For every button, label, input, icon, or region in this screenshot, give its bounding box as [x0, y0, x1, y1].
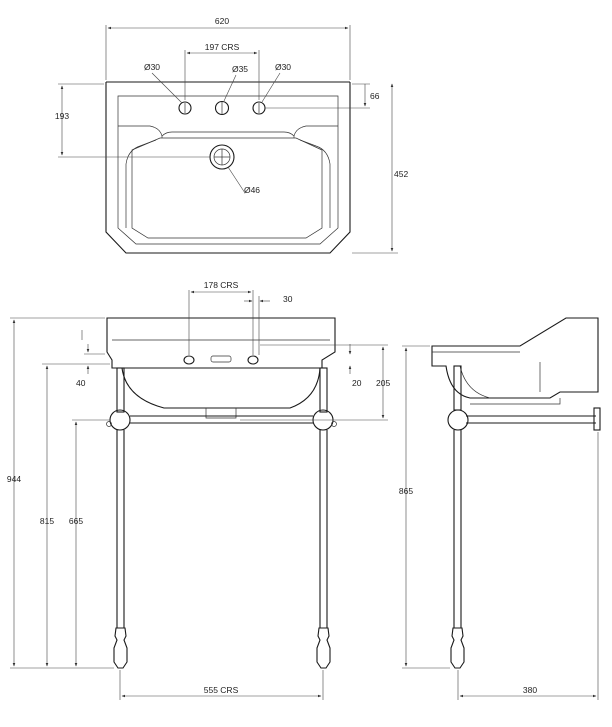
basin-outline-front — [106, 317, 336, 369]
tap-hole-centre — [214, 100, 230, 116]
dim-rail-height: 665 — [69, 516, 83, 526]
dim-front-to-waste: 193 — [55, 111, 69, 121]
dim-overall-width: 620 — [215, 16, 229, 26]
tap-hole-left — [178, 101, 192, 115]
side-bracket — [447, 409, 469, 431]
top-view: 620 197 CRS Ø30 Ø35 Ø30 Ø46 66 193 452 — [55, 16, 408, 254]
front-view: 178 CRS 30 944 815 665 40 20 205 — [7, 280, 390, 700]
label-tap-hole-right: Ø30 — [275, 62, 291, 72]
dim-leg-height: 865 — [399, 486, 413, 496]
overflow-slot — [210, 355, 232, 363]
dim-overflow-size: 30 — [283, 294, 293, 304]
bowl-underside — [121, 367, 321, 409]
basin-outline-top — [105, 82, 351, 254]
foot-left — [113, 627, 128, 669]
tap-deck-outline — [117, 95, 339, 245]
side-foot — [450, 627, 465, 669]
dim-tap-offset: 66 — [370, 91, 380, 101]
leg-left-upper — [116, 367, 125, 413]
dim-rim-offset: 40 — [76, 378, 86, 388]
dim-overflow-centres: 178 CRS — [204, 280, 239, 290]
dim-overall-height: 944 — [7, 474, 21, 484]
side-view: 865 380 — [399, 317, 601, 700]
bowl-outline-top — [131, 137, 323, 239]
dim-overflow-offset: 20 — [352, 378, 362, 388]
dim-overall-depth: 452 — [394, 169, 408, 179]
wall-bracket — [593, 407, 601, 431]
dim-tap-centres: 197 CRS — [205, 42, 240, 52]
overflow-right — [247, 355, 259, 365]
label-waste-hole: Ø46 — [244, 185, 260, 195]
side-leg-upper — [453, 365, 462, 411]
label-tap-hole-centre: Ø35 — [232, 64, 248, 74]
leg-right-upper — [319, 367, 328, 413]
basin-outline-side — [431, 317, 599, 399]
dim-basin-height: 815 — [40, 516, 54, 526]
dim-leg-centres: 555 CRS — [204, 685, 239, 695]
dim-projection: 380 — [523, 685, 537, 695]
overflow-left — [183, 355, 195, 365]
foot-right — [316, 627, 331, 669]
bracket-left — [109, 409, 131, 431]
label-tap-hole-left: Ø30 — [144, 62, 160, 72]
dim-bowl-depth: 205 — [376, 378, 390, 388]
